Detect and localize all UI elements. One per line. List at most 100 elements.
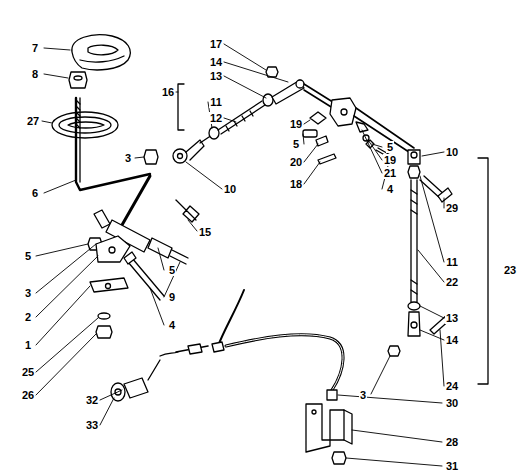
vertical-link <box>411 152 417 158</box>
bolt <box>124 252 136 264</box>
callout-number: 11 <box>209 96 223 108</box>
leader-lines <box>36 256 98 317</box>
leader-lines <box>100 390 122 400</box>
leader-lines <box>304 162 320 184</box>
callout-number: 2 <box>24 311 32 323</box>
bellcrank <box>318 154 336 164</box>
cable-bracket <box>306 404 344 452</box>
grip-pad <box>52 112 118 138</box>
throttle-lever <box>76 98 150 190</box>
vertical-link <box>438 188 452 202</box>
grip-pad <box>52 112 118 138</box>
throttle-cable <box>212 342 224 352</box>
leader-lines <box>36 286 90 345</box>
leader-lines <box>418 250 444 282</box>
callout-number: 22 <box>445 276 459 288</box>
callout-number: 26 <box>21 389 35 401</box>
leader-lines <box>36 244 88 256</box>
throttle-lever <box>76 100 80 128</box>
callout-number: 14 <box>445 334 459 346</box>
vertical-link <box>388 150 452 356</box>
leader-lines <box>150 288 164 325</box>
vertical-link <box>388 346 400 356</box>
nut <box>144 150 158 164</box>
kill-switch <box>124 378 148 398</box>
throttle-lever <box>76 98 150 232</box>
callout-number: 18 <box>289 178 303 190</box>
vertical-link <box>408 312 420 336</box>
kill-switch <box>148 360 160 380</box>
throttle-cable <box>218 290 244 346</box>
leader-lines <box>135 157 144 158</box>
grip-pad <box>68 122 104 128</box>
link-rod <box>200 67 304 143</box>
cable-bracket <box>332 452 346 464</box>
leader-lines <box>224 76 266 98</box>
callout-number: 32 <box>85 394 99 406</box>
callout-number: 10 <box>445 146 459 158</box>
vertical-link <box>411 322 417 328</box>
leader-lines <box>362 130 382 173</box>
mount-bracket <box>90 236 130 338</box>
leader-lines <box>158 248 164 270</box>
nut <box>144 150 158 164</box>
leader-lines <box>44 74 68 78</box>
callout-number: 17 <box>209 38 223 50</box>
vertical-link <box>408 302 420 310</box>
pivot-tube <box>94 210 110 228</box>
callout-number: 6 <box>31 187 39 199</box>
link-rod <box>218 101 265 134</box>
link-rod <box>263 94 273 106</box>
callout-number: 15 <box>198 226 212 238</box>
bolt <box>124 252 164 300</box>
throttle-cable <box>226 335 343 390</box>
grip-pad <box>59 117 111 133</box>
callout-number: 33 <box>85 419 99 431</box>
callout-number: 21 <box>383 167 397 179</box>
leader-lines <box>440 330 444 386</box>
vertical-link <box>411 180 417 302</box>
ball-joint <box>186 140 204 160</box>
link-rod <box>296 80 304 88</box>
callout-number: 10 <box>223 183 237 195</box>
mount-bracket <box>106 284 111 289</box>
leader-lines <box>44 48 70 50</box>
callout-number: 13 <box>445 312 459 324</box>
callout-number: 31 <box>445 460 459 472</box>
callout-number: 5 <box>292 138 300 150</box>
leader-lines <box>100 398 114 425</box>
ball-joint <box>178 154 183 159</box>
callout-number: 12 <box>209 112 223 124</box>
vertical-link <box>408 150 420 164</box>
throttle-grip <box>88 45 118 55</box>
callout-number: 29 <box>445 202 459 214</box>
callout-number: 3 <box>24 287 32 299</box>
mount-bracket <box>98 313 110 319</box>
leader-lines <box>42 121 52 123</box>
callout-number: 8 <box>31 68 39 80</box>
leader-lines <box>304 120 310 124</box>
leader-lines <box>420 176 444 262</box>
leader-lines <box>188 220 197 231</box>
throttle-cable <box>188 344 202 354</box>
cable-bracket <box>306 390 352 464</box>
throttle-grip <box>72 35 130 70</box>
callout-number: 20 <box>289 156 303 168</box>
mount-bracket <box>90 278 128 292</box>
throttle-grip <box>72 35 130 70</box>
leader-lines <box>186 162 222 189</box>
callout-number: 19 <box>289 118 303 130</box>
callout-number: 5 <box>24 250 32 262</box>
leader-lines <box>338 395 442 403</box>
cable-bracket <box>327 390 337 400</box>
callout-number: 5 <box>168 264 176 276</box>
callout-number: 3 <box>124 152 132 164</box>
throttle-lever <box>118 176 150 232</box>
callout-number: 9 <box>168 291 176 303</box>
callout-number: 27 <box>26 115 40 127</box>
callout-number: 7 <box>31 42 39 54</box>
ball-joint <box>173 140 204 163</box>
callout-number: 30 <box>445 397 459 409</box>
callout-number: 5 <box>386 141 394 153</box>
callout-number: 16 <box>161 86 175 98</box>
